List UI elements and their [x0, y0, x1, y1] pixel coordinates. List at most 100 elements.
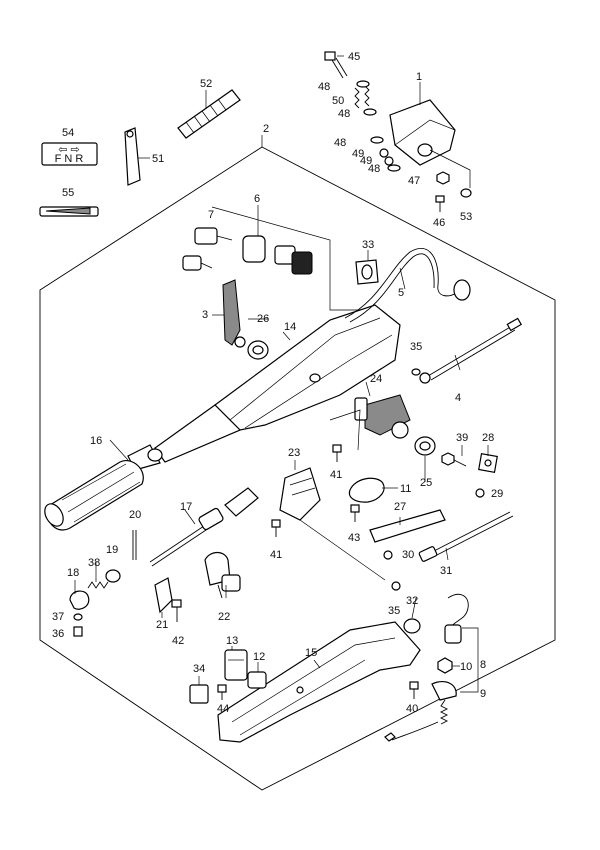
callout-42: 42	[172, 635, 184, 647]
callout-2: 2	[263, 123, 269, 135]
leader-4	[454, 354, 461, 371]
callout-51: 51	[152, 153, 164, 165]
bolt-40	[409, 681, 419, 699]
callout-23: 23	[288, 447, 300, 459]
callout-37: 37	[52, 611, 64, 623]
callout-54: 54	[62, 127, 74, 139]
callout-16: 16	[90, 435, 102, 447]
throttle-grip	[44, 448, 163, 531]
callout-27: 27	[394, 501, 406, 513]
callout-53: 53	[460, 211, 472, 223]
callout-49b: 49	[360, 155, 372, 167]
callout-14: 14	[284, 321, 296, 333]
leader-8-9	[460, 627, 479, 693]
leader-32	[411, 597, 417, 619]
label-55	[39, 206, 99, 217]
collar-49a	[379, 148, 389, 158]
callout-11: 11	[400, 483, 411, 495]
callout-1: 1	[416, 71, 422, 83]
stop-switch	[389, 99, 456, 166]
plate-fnr: F N R	[55, 153, 84, 165]
callout-17: 17	[180, 501, 192, 513]
plate-27	[369, 509, 446, 543]
callout-49a: 49	[352, 148, 364, 160]
lever-3	[222, 279, 246, 348]
shaft-17	[149, 487, 259, 567]
cable-31	[418, 511, 514, 562]
clamp-21	[154, 577, 173, 614]
washer-48b	[363, 108, 377, 116]
callout-38: 38	[88, 557, 100, 569]
leader-31-b	[445, 547, 449, 561]
spring-50	[354, 85, 370, 109]
lever-51	[124, 127, 141, 186]
washer-29	[475, 488, 485, 498]
washer-37	[73, 613, 83, 621]
connector-34	[189, 684, 209, 704]
clip-35b	[391, 581, 401, 591]
switch-22	[204, 551, 241, 599]
leader-17	[184, 509, 196, 525]
bolt-42	[171, 599, 182, 622]
spring-52	[177, 89, 241, 139]
callout-24: 24	[370, 373, 382, 385]
bolt-36	[73, 626, 83, 637]
callout-29: 29	[491, 488, 503, 500]
callout-40: 40	[406, 703, 418, 715]
callout-22: 22	[218, 611, 230, 623]
label-plate-54: ⇦ ⇨ F N R	[41, 142, 98, 166]
callout-34: 34	[193, 663, 205, 675]
switch-8	[444, 594, 469, 644]
callout-33: 33	[362, 239, 374, 251]
callout-41b: 41	[270, 549, 282, 561]
clamp-33	[355, 259, 379, 285]
callout-55: 55	[62, 187, 74, 199]
washer-53	[460, 188, 472, 198]
callout-44: 44	[217, 703, 229, 715]
plate-arrows: ⇦ ⇨	[58, 144, 80, 156]
collar-49b	[384, 156, 394, 166]
plate-28	[478, 453, 498, 473]
switch-12	[247, 671, 267, 689]
callout-31: 31	[440, 565, 452, 577]
callout-48b: 48	[338, 108, 350, 120]
cord-9	[384, 681, 457, 742]
knob-18	[69, 590, 90, 610]
callout-25: 25	[420, 477, 432, 489]
leader-14	[282, 331, 291, 341]
callout-41a: 41	[330, 469, 342, 481]
bracket-23	[279, 467, 321, 521]
switch-6	[242, 235, 313, 275]
callout-47: 47	[408, 175, 420, 187]
leader-5	[399, 267, 406, 290]
callout-45: 45	[348, 51, 360, 63]
knob-11	[348, 477, 385, 503]
bolt-44	[217, 684, 227, 700]
bolt-43	[350, 504, 360, 522]
plug-32	[403, 618, 421, 634]
callout-52: 52	[200, 78, 212, 90]
spring-38	[87, 569, 121, 589]
leader-24	[365, 381, 371, 397]
pin-20	[132, 530, 137, 560]
nut-47	[436, 171, 450, 185]
callout-26: 26	[257, 313, 269, 325]
callout-43: 43	[348, 532, 360, 544]
cable-harness	[344, 247, 471, 323]
tiller-handle	[127, 304, 401, 471]
key-switch-7	[182, 227, 233, 271]
callout-6: 6	[254, 193, 260, 205]
callout-35a: 35	[410, 341, 422, 353]
callout-5: 5	[398, 287, 404, 299]
callout-12: 12	[253, 651, 265, 663]
leader-1-dash	[429, 149, 471, 188]
callout-10: 10	[460, 661, 472, 673]
bolt-41b	[271, 519, 281, 537]
switch-13	[224, 649, 248, 681]
callout-15: 15	[305, 647, 317, 659]
callout-3: 3	[202, 309, 208, 321]
washer-48a	[356, 80, 370, 88]
washer-48c	[370, 136, 384, 144]
clip-35a	[411, 368, 421, 376]
